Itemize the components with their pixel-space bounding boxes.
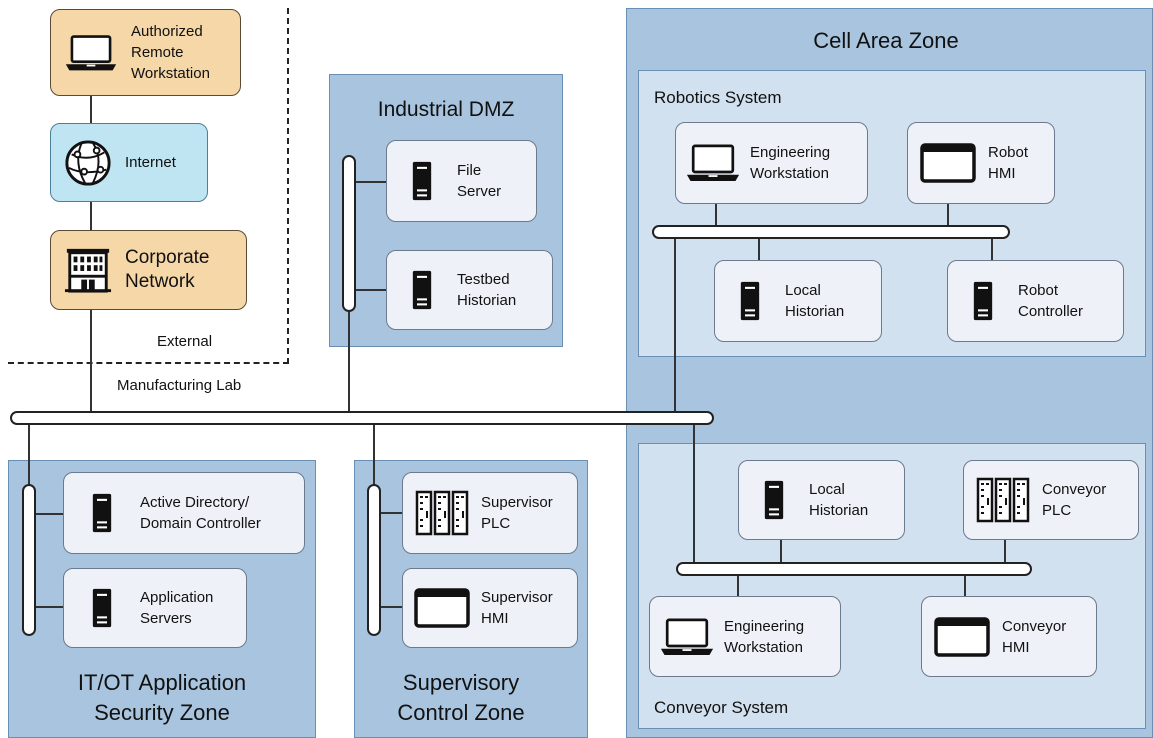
server-icon (387, 267, 457, 313)
application-servers-label: Application Servers (140, 589, 214, 627)
server-icon (715, 278, 785, 324)
robot-hmi-node[interactable]: Robot HMI (907, 122, 1055, 204)
external-boundary-horizontal (8, 362, 289, 364)
industrial-dmz-title: Industrial DMZ (377, 98, 515, 121)
internet-node[interactable]: Internet (50, 123, 208, 202)
conveyor-hmi-label: Conveyor HMI (1002, 617, 1067, 656)
itot-zone-title: IT/OT Application Security Zone (77, 670, 247, 725)
link-conv-hist (780, 540, 782, 563)
conveyor-historian-label: Local Historian (809, 481, 869, 519)
robotics-title: Robotics System (654, 88, 782, 107)
conveyor-plc-label: Conveyor PLC (1042, 481, 1107, 519)
server-icon (739, 477, 809, 523)
robot-controller-node[interactable]: Robot Controller (947, 260, 1124, 342)
robot-controller-label: Robot Controller (1018, 282, 1084, 320)
conveyor-title: Conveyor System (654, 698, 789, 717)
plc-icon (403, 489, 481, 537)
link-internet-corporate (90, 202, 92, 230)
manufacturing-lab-bus (10, 411, 714, 425)
link-rob-eng (715, 204, 717, 226)
testbed-historian-node[interactable]: Testbed Historian (386, 250, 553, 330)
link-conv-hmi (964, 575, 966, 597)
cell-area-title: Cell Area Zone (813, 28, 959, 53)
conveyor-bus (676, 562, 1032, 576)
link-dmz-lab (348, 312, 350, 413)
manufacturing-lab-label: Manufacturing Lab (117, 377, 242, 394)
active-directory-node[interactable]: Active Directory/ Domain Controller (63, 472, 305, 554)
corporate-network-label: Corporate Network (125, 247, 210, 292)
server-icon (64, 585, 140, 631)
globe-icon (51, 139, 125, 187)
link-itot-ad (36, 513, 64, 515)
external-boundary-vertical (287, 8, 289, 364)
robot-eng-ws-label: Engineering Workstation (750, 144, 831, 182)
robot-hmi-label: Robot HMI (988, 144, 1029, 182)
remote-workstation-label: Authorized Remote Workstation (131, 23, 210, 82)
hmi-icon (908, 143, 988, 183)
robotics-bus (652, 225, 1010, 239)
file-server-node[interactable]: File Server (386, 140, 537, 222)
testbed-historian-label: Testbed Historian (457, 271, 517, 309)
corporate-network-node[interactable]: Corporate Network (50, 230, 247, 310)
link-conv-plc (1004, 540, 1006, 563)
supervisor-plc-node[interactable]: Supervisor PLC (402, 472, 578, 554)
conveyor-eng-ws-label: Engineering Workstation (724, 617, 805, 656)
link-lab-itot (28, 423, 30, 485)
link-lab-supervisory (373, 423, 375, 485)
link-itot-app (36, 606, 64, 608)
conveyor-plc-node[interactable]: Conveyor PLC (963, 460, 1139, 540)
server-icon (387, 158, 457, 204)
server-icon (64, 490, 140, 536)
supervisor-hmi-node[interactable]: Supervisor HMI (402, 568, 578, 648)
hmi-icon (403, 588, 481, 628)
external-label: External (157, 333, 213, 350)
link-conv-eng (737, 575, 739, 597)
link-conveyor-lab (693, 423, 695, 563)
link-robotics-lab (674, 238, 676, 413)
internet-label: Internet (125, 154, 176, 171)
application-servers-node[interactable]: Application Servers (63, 568, 247, 648)
conveyor-local-historian-node[interactable]: Local Historian (738, 460, 905, 540)
laptop-icon (51, 33, 131, 73)
supervisor-plc-label: Supervisor PLC (481, 494, 553, 532)
link-rob-hmi (947, 204, 949, 226)
supervisory-zone-title: Supervisory Control Zone (397, 670, 525, 725)
file-server-label: File Server (457, 162, 502, 200)
link-sup-hmi (381, 606, 403, 608)
link-corporate-lab (90, 310, 92, 413)
link-sup-plc (381, 512, 403, 514)
building-icon (51, 246, 125, 294)
link-dmz-fileserver (356, 181, 386, 183)
supervisor-hmi-label: Supervisor HMI (481, 589, 553, 627)
link-dmz-historian (356, 289, 386, 291)
link-rob-hist (758, 238, 760, 260)
plc-icon (964, 476, 1042, 524)
conveyor-hmi-node[interactable]: Conveyor HMI (921, 596, 1097, 677)
dmz-bus (342, 155, 356, 312)
server-icon (948, 278, 1018, 324)
laptop-icon (676, 142, 750, 184)
robot-engineering-workstation-node[interactable]: Engineering Workstation (675, 122, 868, 204)
laptop-icon (650, 616, 724, 658)
conveyor-engineering-workstation-node[interactable]: Engineering Workstation (649, 596, 841, 677)
supervisory-bus (367, 484, 381, 636)
robot-historian-label: Local Historian (785, 282, 845, 320)
hmi-icon (922, 617, 1002, 657)
link-remote-internet (90, 96, 92, 123)
itot-bus (22, 484, 36, 636)
link-rob-ctrl (991, 238, 993, 260)
robot-local-historian-node[interactable]: Local Historian (714, 260, 882, 342)
active-directory-label: Active Directory/ Domain Controller (140, 494, 261, 532)
remote-workstation-node[interactable]: Authorized Remote Workstation (50, 9, 241, 96)
